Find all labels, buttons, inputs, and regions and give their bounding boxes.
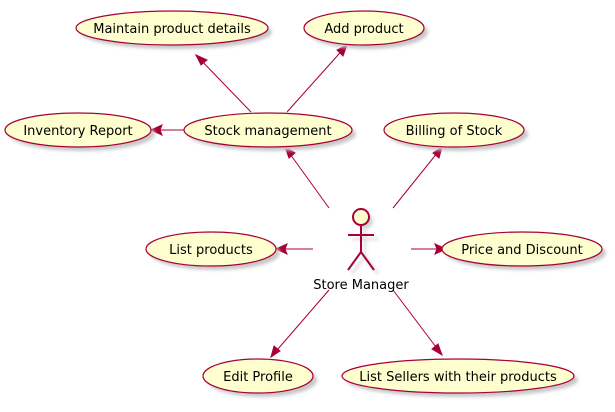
use-case-add-product[interactable]: Add product [303,10,428,49]
edge-actor-to-stock [284,145,330,209]
use-case-billing-of-stock[interactable]: Billing of Stock [383,112,528,151]
use-case-label: List products [169,243,253,258]
actor-store-manager[interactable]: Store Manager [313,208,409,293]
use-case-label: Add product [324,22,403,37]
use-case-label: Stock management [204,124,331,139]
use-case-stock-management[interactable]: Stock management [183,112,356,151]
edge-actor-to-billing [392,145,443,209]
edge-actor-to-edit-profile [270,289,330,359]
use-case-label: Billing of Stock [406,124,503,139]
edge-stock-to-inventory [149,124,188,136]
use-case-price-and-discount[interactable]: Price and Discount [441,231,606,270]
edge-stock-to-add [286,43,348,113]
use-case-label: Inventory Report [23,124,132,139]
use-case-label: Price and Discount [461,243,583,258]
use-case-edit-profile[interactable]: Edit Profile [202,358,317,397]
use-case-label: Maintain product details [93,22,251,37]
edge-stock-to-maintain [194,53,252,113]
edge-actor-to-list-products [274,243,313,255]
use-case-list-products[interactable]: List products [145,231,280,270]
use-case-label: List Sellers with their products [359,370,557,385]
use-case-inventory-report[interactable]: Inventory Report [4,112,155,151]
actor-label: Store Manager [313,278,409,293]
use-case-maintain-product-details[interactable]: Maintain product details [75,10,272,49]
edge-actor-to-list-sellers [392,289,443,357]
edges [149,43,448,359]
actor-figure [347,208,379,275]
use-case-label: Edit Profile [223,370,293,385]
edge-actor-to-price [411,243,448,255]
use-case-list-sellers[interactable]: List Sellers with their products [341,358,578,397]
